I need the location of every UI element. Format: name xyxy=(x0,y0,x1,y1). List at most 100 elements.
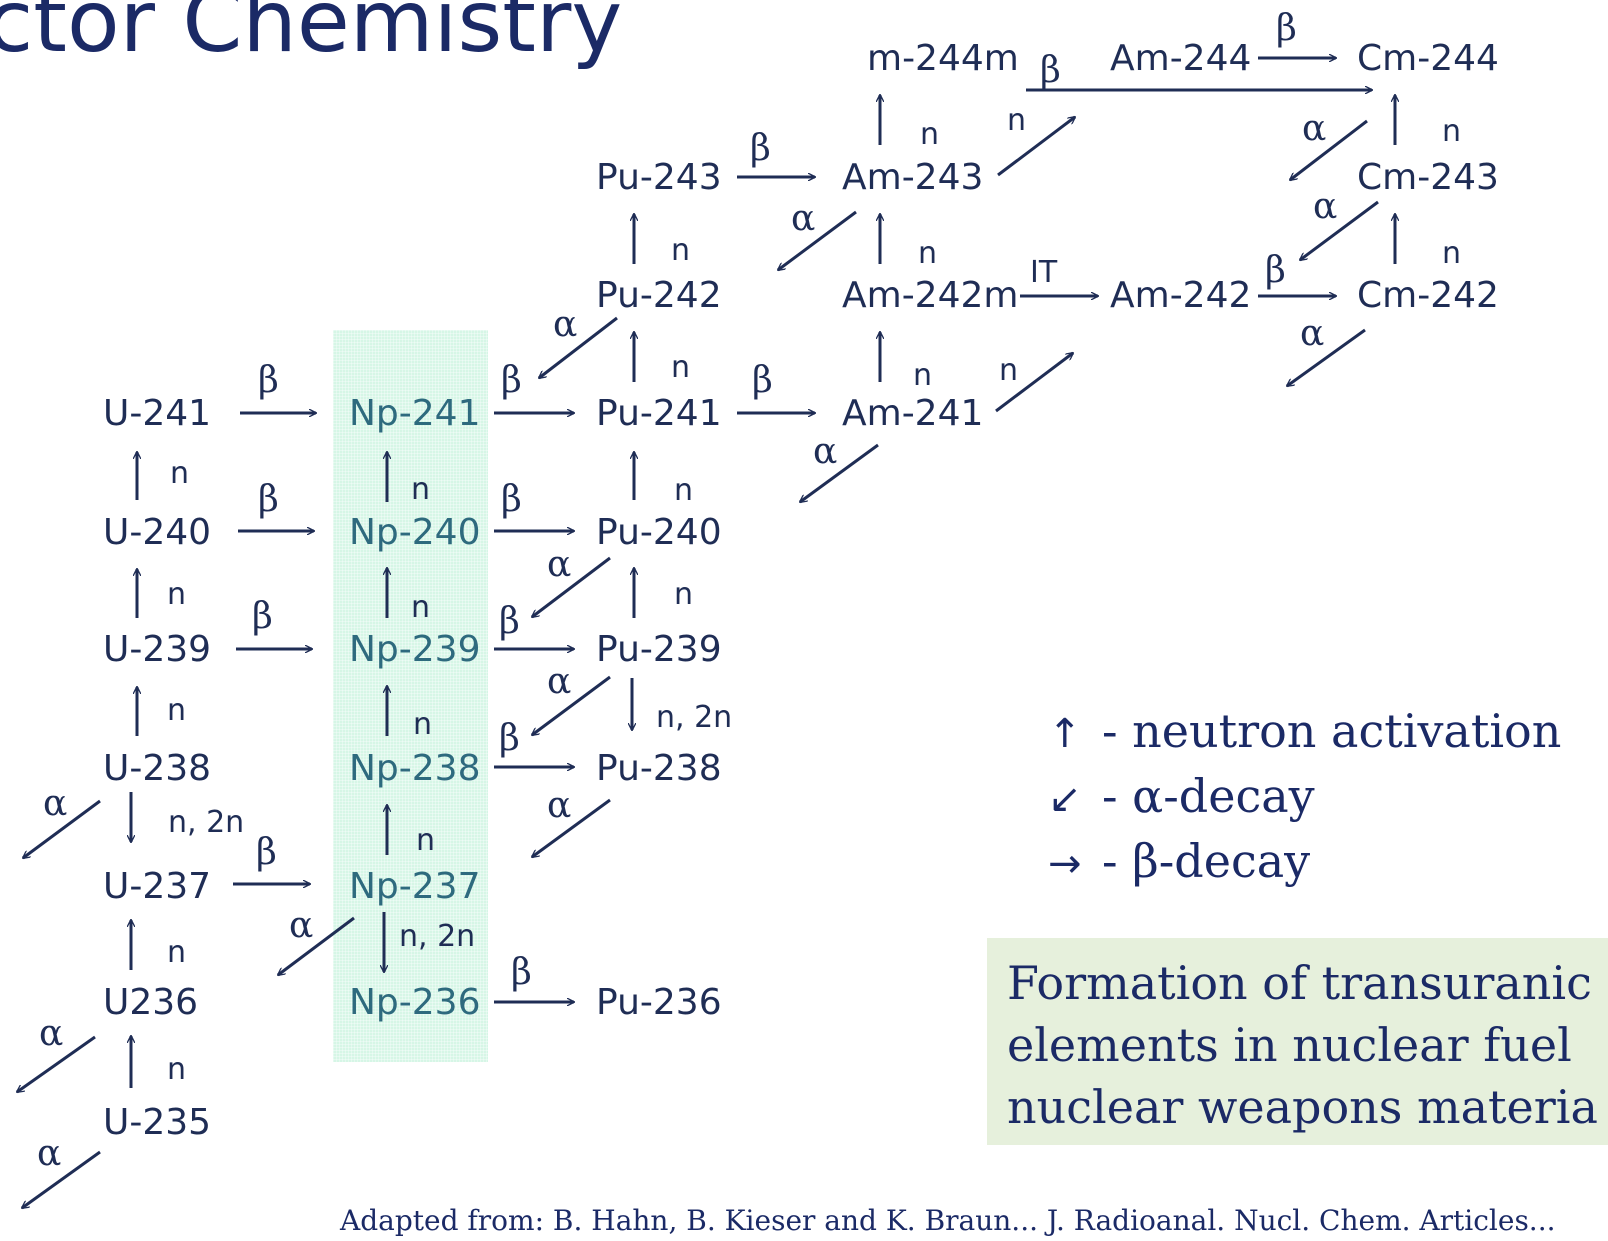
label-alpha: α xyxy=(289,905,313,946)
node-pu243: Pu-243 xyxy=(596,157,722,198)
alpha-arrow-pu242-np238 xyxy=(539,316,618,378)
neutron-arrows xyxy=(131,95,1395,1088)
label-n2n: n, 2n xyxy=(168,805,244,840)
label-beta: β xyxy=(258,360,279,401)
node-np237: Np-237 xyxy=(349,866,480,907)
source-credit: Adapted from: B. Hahn, B. Kieser and K. … xyxy=(340,1204,1556,1237)
label-n: n xyxy=(416,823,435,858)
node-am242m: Am-242m xyxy=(842,275,1018,316)
label-alpha: α xyxy=(37,1133,61,1174)
caption-box: Formation of transuranic elements in nuc… xyxy=(987,938,1608,1145)
label-n2n: n, 2n xyxy=(656,700,732,735)
label-beta: β xyxy=(499,601,520,642)
node-u241: U-241 xyxy=(103,393,211,434)
label-n2n: n, 2n xyxy=(399,919,475,954)
node-cm243: Cm-243 xyxy=(1357,157,1499,198)
legend-item-alpha: ↙ - α-decay xyxy=(1048,765,1561,830)
beta-arrows xyxy=(233,58,1372,1002)
alpha-arrow-u235 xyxy=(22,1150,101,1208)
label-n: n xyxy=(920,117,939,152)
label-n: n xyxy=(1007,103,1026,138)
label-n: n xyxy=(411,472,430,507)
label-n: n xyxy=(411,590,430,625)
node-u236: U236 xyxy=(103,982,198,1023)
right-arrow-icon: → xyxy=(1048,841,1082,887)
node-pu241: Pu-241 xyxy=(596,393,722,434)
label-beta: β xyxy=(501,479,522,520)
node-np241: Np-241 xyxy=(349,393,480,434)
n-arrow-am241-am242 xyxy=(995,353,1073,413)
node-np240: Np-240 xyxy=(349,512,480,553)
legend: ↑- neutron activation ↙ - α-decay → - β-de… xyxy=(1048,700,1561,895)
label-beta: β xyxy=(501,360,522,401)
node-am242: Am-242 xyxy=(1110,275,1251,316)
node-u237: U-237 xyxy=(103,866,211,907)
node-u235: U-235 xyxy=(103,1102,211,1143)
alpha-arrow-pu238-u234 xyxy=(532,798,611,857)
node-np239: Np-239 xyxy=(349,629,480,670)
caption-line: nuclear weapons materia xyxy=(1007,1080,1598,1134)
label-alpha: α xyxy=(1313,186,1337,227)
node-am244m: m-244m xyxy=(867,38,1019,79)
alpha-arrow-am241-np237 xyxy=(800,443,879,502)
label-alpha: α xyxy=(791,198,815,239)
legend-text: - α-decay xyxy=(1102,769,1315,823)
slide-title: ctor Chemistry xyxy=(0,0,623,72)
legend-text: - neutron activation xyxy=(1102,704,1562,758)
alpha-arrow-u236 xyxy=(17,1035,96,1092)
label-alpha: α xyxy=(39,1013,63,1054)
node-np236: Np-236 xyxy=(349,982,480,1023)
label-n: n xyxy=(674,577,693,612)
label-beta: β xyxy=(499,718,520,759)
label-n: n xyxy=(918,236,937,271)
label-alpha: α xyxy=(547,544,571,585)
label-n: n xyxy=(671,233,690,268)
alpha-arrow-np237-u237 xyxy=(278,916,355,975)
label-n: n xyxy=(167,693,186,728)
label-alpha: α xyxy=(547,785,571,826)
alpha-arrow-am243-np239 xyxy=(778,210,857,270)
node-cm242: Cm-242 xyxy=(1357,275,1499,316)
label-alpha: α xyxy=(547,661,571,702)
node-am241: Am-241 xyxy=(842,393,983,434)
node-am244: Am-244 xyxy=(1110,38,1251,79)
label-n: n xyxy=(170,456,189,491)
legend-item-neutron: ↑- neutron activation xyxy=(1048,700,1561,765)
label-alpha: α xyxy=(1302,108,1326,149)
node-am243: Am-243 xyxy=(842,157,983,198)
alpha-arrow-cm242-pu238 xyxy=(1287,328,1366,386)
node-u238: U-238 xyxy=(103,748,211,789)
legend-item-beta: → - β-decay xyxy=(1048,830,1561,895)
label-n: n xyxy=(671,350,690,385)
node-pu242: Pu-242 xyxy=(596,275,722,316)
n2n-arrows xyxy=(131,678,632,972)
node-pu238: Pu-238 xyxy=(596,748,722,789)
caption-line: Formation of transuranic xyxy=(1007,956,1592,1010)
label-beta: β xyxy=(256,832,277,873)
node-pu236: Pu-236 xyxy=(596,982,722,1023)
label-n: n xyxy=(167,577,186,612)
node-u240: U-240 xyxy=(103,512,211,553)
label-beta: β xyxy=(750,128,771,169)
node-np238: Np-238 xyxy=(349,748,480,789)
label-beta: β xyxy=(258,479,279,520)
label-n: n xyxy=(999,353,1018,388)
label-isomeric-transition: IT xyxy=(1030,255,1058,290)
legend-text: - β-decay xyxy=(1102,834,1311,888)
label-n: n xyxy=(167,1052,186,1087)
node-pu239: Pu-239 xyxy=(596,629,722,670)
label-alpha: α xyxy=(43,783,67,824)
label-beta: β xyxy=(752,360,773,401)
alpha-arrow-pu240-np236 xyxy=(532,556,611,617)
label-beta: β xyxy=(1265,250,1286,291)
label-beta: β xyxy=(1276,8,1297,49)
alpha-arrows xyxy=(17,119,1379,1208)
n-diagonal-arrows xyxy=(995,117,1075,413)
node-u239: U-239 xyxy=(103,629,211,670)
alpha-arrow-cm243-pu239 xyxy=(1300,200,1379,260)
down-left-arrow-icon: ↙ xyxy=(1048,776,1082,822)
caption-line: elements in nuclear fuel xyxy=(1007,1018,1572,1072)
label-n: n xyxy=(674,473,693,508)
n-arrow-am243-am244 xyxy=(997,117,1075,177)
label-n: n xyxy=(1442,236,1461,271)
